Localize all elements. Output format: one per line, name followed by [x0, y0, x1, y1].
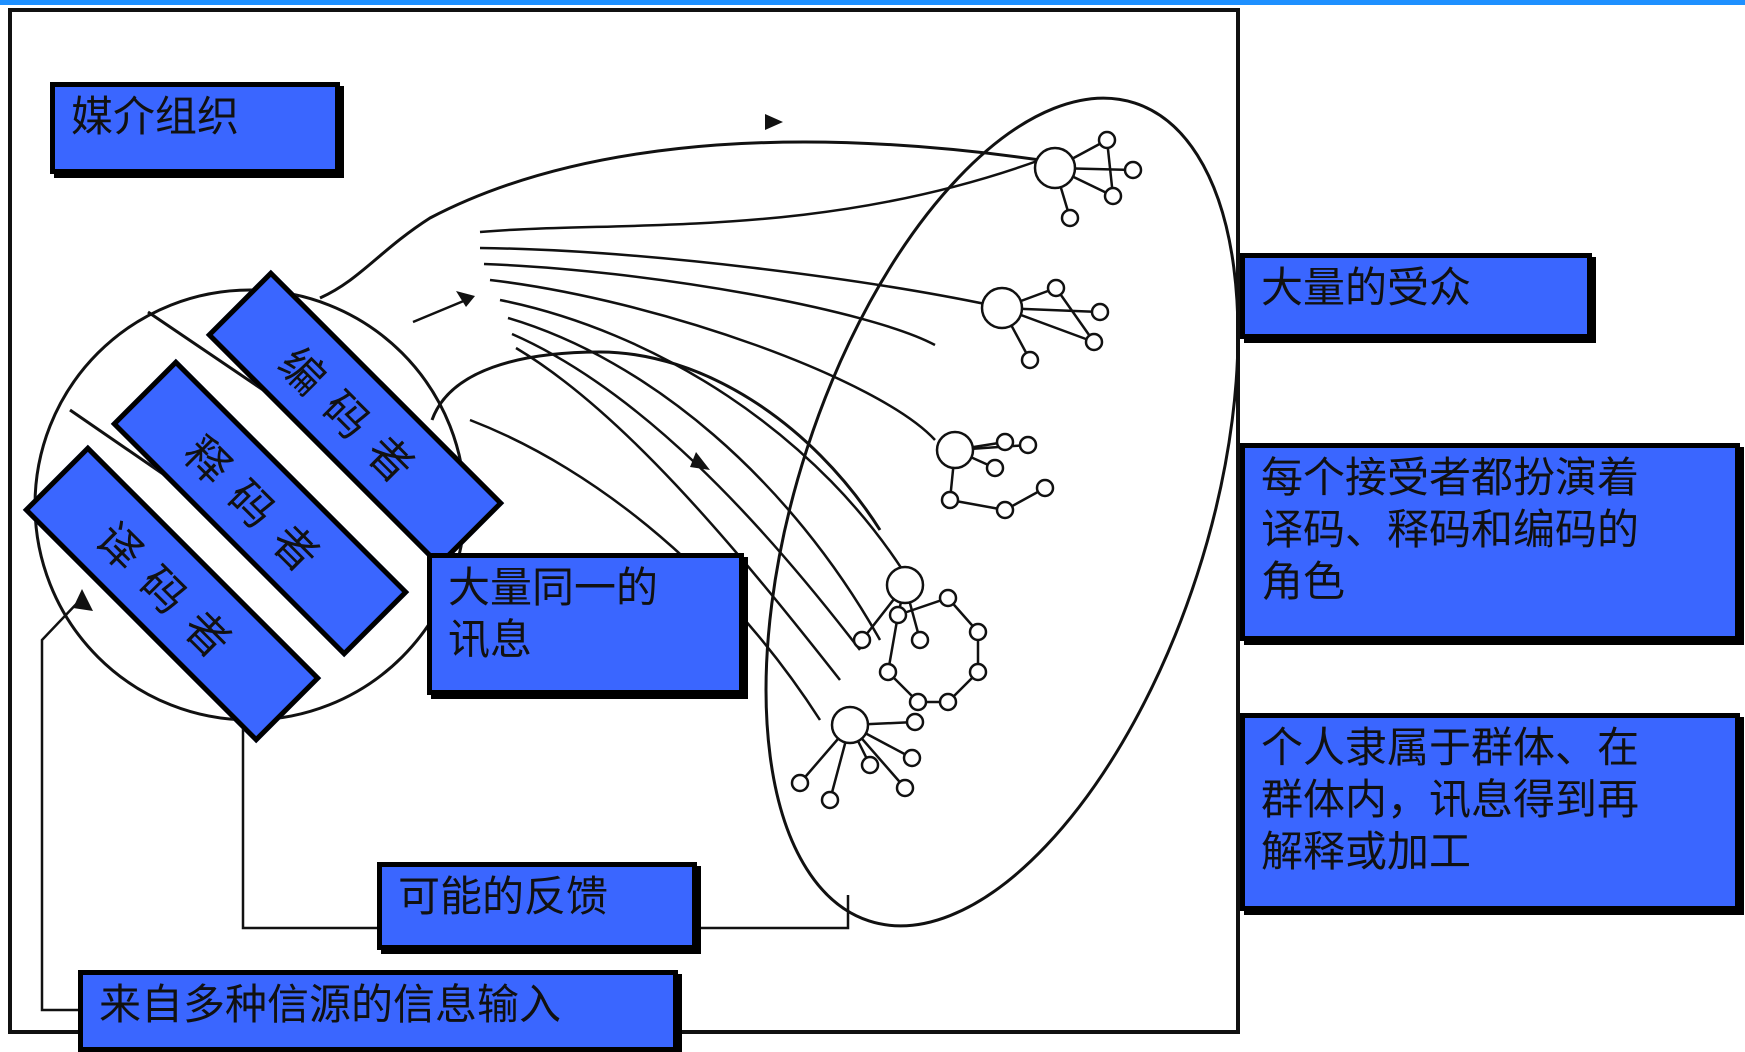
funnel-upper-edge [319, 140, 1041, 300]
arrow-top [765, 114, 783, 130]
receiver-group-5 [790, 705, 925, 810]
audience-ellipse [764, 96, 1240, 928]
arrow-lower [690, 452, 710, 470]
receiver-group-4 [852, 565, 988, 712]
top-rule [0, 0, 1745, 5]
feedback-label: 可能的反馈 [377, 862, 697, 950]
mass-audience-label: 大量的受众 [1240, 253, 1592, 339]
message-streams [469, 158, 1041, 721]
input-sources-label: 来自多种信源的信息输入 [78, 970, 678, 1052]
input-line [40, 597, 90, 1012]
group-reprocess-label: 个人隶属于群体、在 群体内，讯息得到再 解释或加工 [1240, 713, 1740, 911]
funnel-lower-edge [430, 350, 882, 531]
receiver-group-2 [980, 278, 1110, 370]
receiver-group-1 [1033, 130, 1143, 228]
media-org-label: 媒介组织 [50, 82, 340, 174]
arrow-middle-shaft [412, 298, 467, 324]
flow-arrows [73, 114, 783, 611]
arrow-input [73, 589, 93, 611]
receiver-roles-label: 每个接受者都扮演着 译码、释码和编码的 角色 [1240, 443, 1740, 641]
receiver-group-3 [935, 430, 1055, 520]
identical-messages-label: 大量同一的 讯息 [427, 553, 744, 695]
